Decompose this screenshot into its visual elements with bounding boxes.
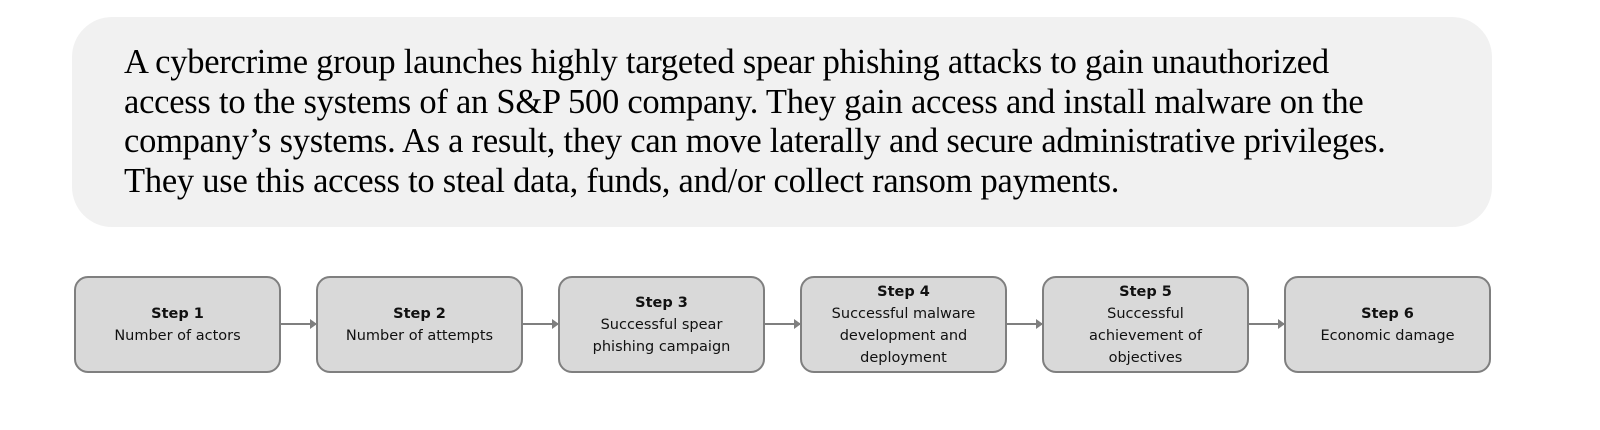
step-description: Economic damage (1312, 325, 1462, 347)
step-title: Step 1 (151, 305, 204, 322)
step-description-line: Successful spear (600, 316, 723, 333)
step-description: Successful spear phishing campaign (585, 314, 739, 358)
arrow-icon (765, 319, 801, 329)
step-description-line: development and (839, 327, 968, 344)
arrow-icon (1007, 319, 1043, 329)
step-description-line: phishing campaign (592, 338, 731, 355)
step-description-line: achievement of (1088, 327, 1202, 344)
step-title: Step 4 (877, 283, 930, 300)
step-6-box: Step 6 Economic damage (1284, 276, 1491, 373)
step-description: Number of actors (106, 325, 248, 347)
step-description: Successful malware development and deplo… (824, 303, 984, 369)
step-description: Number of attempts (338, 325, 501, 347)
step-title: Step 2 (393, 305, 446, 322)
step-2-box: Step 2 Number of attempts (316, 276, 523, 373)
scenario-box: A cybercrime group launches highly targe… (72, 17, 1492, 227)
step-4-box: Step 4 Successful malware development an… (800, 276, 1007, 373)
step-1-box: Step 1 Number of actors (74, 276, 281, 373)
step-description-line: objectives (1108, 349, 1183, 366)
step-description-line: Economic damage (1320, 327, 1455, 344)
arrow-icon (523, 319, 559, 329)
step-description-line: Successful (1107, 305, 1184, 322)
step-title: Step 3 (635, 294, 688, 311)
scenario-line: access to the systems of an S&P 500 comp… (124, 82, 1364, 121)
scenario-text: A cybercrime group launches highly targe… (124, 43, 1464, 201)
arrow-icon (1249, 319, 1285, 329)
step-description: Successful achievement of objectives (1081, 303, 1210, 369)
step-description-line: Successful malware (831, 305, 976, 322)
step-description-line: Number of actors (114, 327, 241, 344)
step-title: Step 5 (1119, 283, 1172, 300)
step-5-box: Step 5 Successful achievement of objecti… (1042, 276, 1249, 373)
step-description-line: Number of attempts (345, 327, 494, 344)
scenario-line: They use this access to steal data, fund… (124, 161, 1120, 200)
step-3-box: Step 3 Successful spear phishing campaig… (558, 276, 765, 373)
scenario-line: company’s systems. As a result, they can… (124, 122, 1386, 160)
step-description-line: deployment (860, 349, 947, 366)
scenario-line: A cybercrime group launches highly targe… (124, 43, 1329, 81)
step-title: Step 6 (1361, 305, 1414, 322)
arrow-icon (281, 319, 317, 329)
